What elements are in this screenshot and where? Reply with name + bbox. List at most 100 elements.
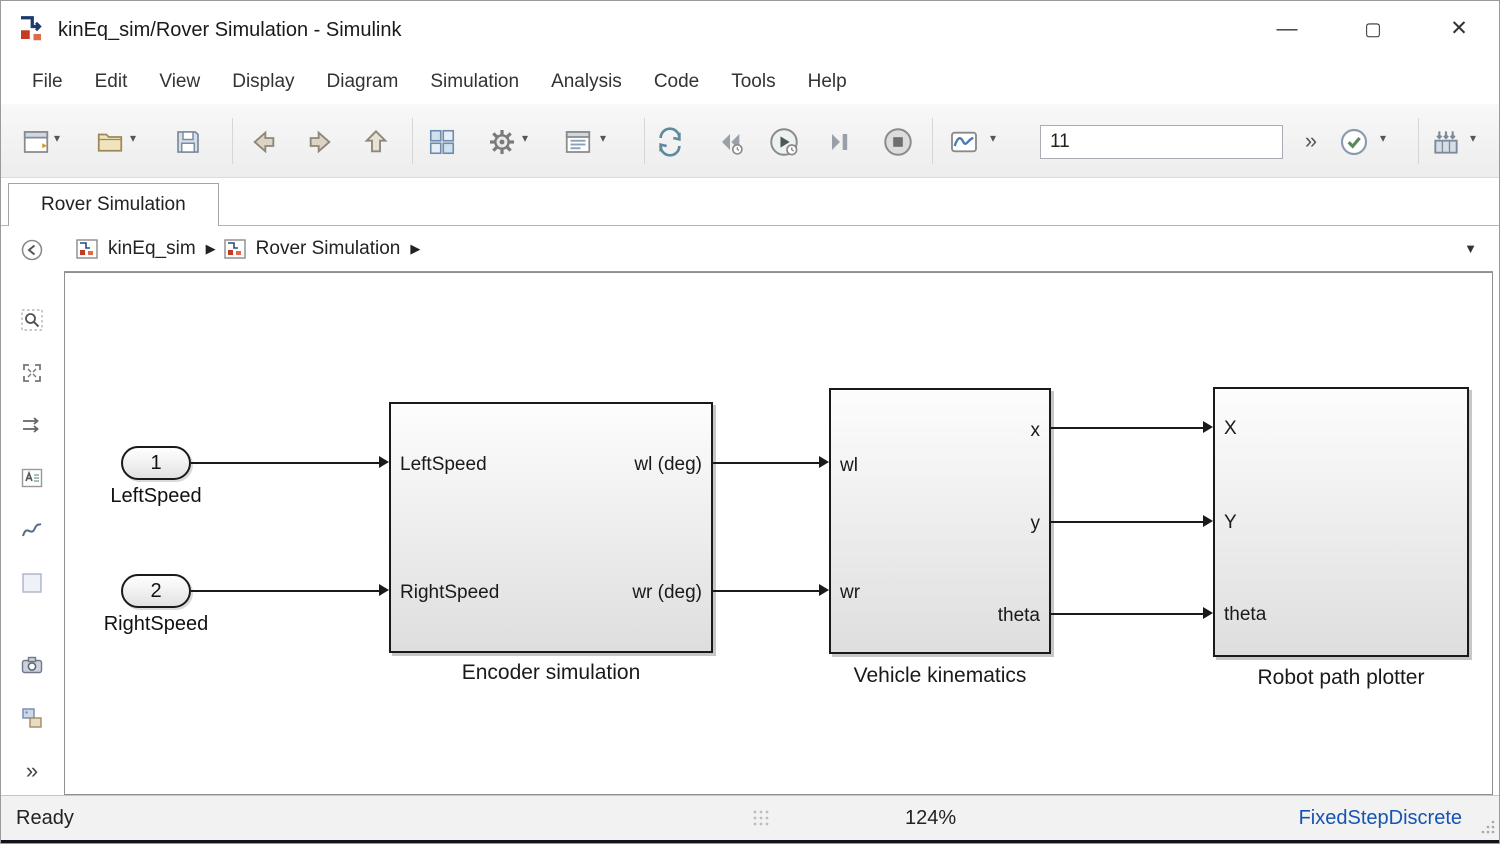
open-caret-icon[interactable]: ▾ (130, 131, 137, 145)
plotter-in-y: Y (1224, 512, 1237, 533)
breadcrumb-separator-icon[interactable]: ▶ (205, 240, 216, 256)
run-button[interactable] (766, 124, 802, 160)
menu-analysis[interactable]: Analysis (551, 71, 622, 92)
signal-wire-wl[interactable] (713, 462, 821, 464)
build-button[interactable] (1428, 124, 1464, 160)
model-explorer-caret-icon[interactable]: ▾ (600, 131, 607, 145)
configuration-caret-icon[interactable]: ▾ (522, 131, 529, 145)
image-blocks-icon (22, 708, 42, 728)
signal-wire-theta[interactable] (1051, 613, 1205, 615)
open-button[interactable] (92, 124, 128, 160)
wire-arrowhead (379, 584, 389, 596)
signal-viewer-button[interactable] (19, 517, 45, 543)
minimize-button[interactable]: — (1276, 17, 1298, 40)
forward-button[interactable] (302, 124, 338, 160)
model-explorer-icon (565, 131, 591, 153)
image-block-button[interactable] (19, 705, 45, 731)
diagram-canvas[interactable]: 1 LeftSpeed 2 RightSpeed LeftSpeed Right… (64, 272, 1493, 795)
simulation-display-button[interactable] (946, 124, 982, 160)
robot-path-plotter-block[interactable]: X Y theta (1213, 387, 1469, 657)
library-browser-button[interactable] (424, 124, 460, 160)
menu-edit[interactable]: Edit (94, 71, 128, 92)
step-forward-icon (832, 134, 848, 150)
signal-wire-x[interactable] (1051, 427, 1205, 429)
hide-model-browser-button[interactable] (19, 237, 45, 263)
tab-strip: Rover Simulation (0, 178, 1500, 226)
step-forward-button[interactable] (822, 124, 858, 160)
inport-1-block[interactable]: 1 (121, 446, 191, 480)
step-back-button[interactable] (712, 124, 748, 160)
annotation-button[interactable] (19, 465, 45, 491)
palette-overflow-chevron[interactable]: » (25, 758, 39, 783)
menu-file[interactable]: File (32, 71, 63, 92)
signal-routing-button[interactable] (19, 412, 45, 438)
encoder-simulation-caption[interactable]: Encoder simulation (461, 661, 641, 684)
back-button[interactable] (246, 124, 282, 160)
simulation-display-caret-icon[interactable]: ▾ (990, 131, 997, 145)
circle-back-arrow-icon (21, 239, 43, 261)
open-folder-icon (97, 133, 123, 152)
stop-time-input[interactable] (1040, 125, 1283, 159)
encoder-in-rightspeed: RightSpeed (400, 582, 500, 603)
signal-wire-wr[interactable] (713, 590, 821, 592)
vehicle-kinematics-caption[interactable]: Vehicle kinematics (853, 664, 1027, 687)
fit-to-view-button[interactable] (19, 360, 45, 386)
signal-wire-y[interactable] (1051, 521, 1205, 523)
new-model-button[interactable] (18, 124, 54, 160)
kinematics-in-wl: wl (840, 455, 858, 476)
wire-arrowhead (1203, 515, 1213, 527)
wire-arrowhead (819, 456, 829, 468)
statusbar-grip-icon[interactable] (752, 809, 770, 827)
model-advisor-button[interactable] (1336, 124, 1372, 160)
breadcrumb-dropdown-icon[interactable]: ▼ (1464, 241, 1477, 256)
run-play-icon (770, 128, 798, 156)
build-caret-icon[interactable]: ▾ (1470, 131, 1477, 145)
menu-display[interactable]: Display (232, 71, 295, 92)
menu-view[interactable]: View (159, 71, 201, 92)
close-button[interactable]: ✕ (1450, 17, 1468, 40)
signal-wire-leftspeed[interactable] (191, 462, 381, 464)
new-model-caret-icon[interactable]: ▾ (54, 131, 61, 145)
save-button[interactable] (170, 124, 206, 160)
encoder-in-leftspeed: LeftSpeed (400, 454, 487, 475)
signal-wire-rightspeed[interactable] (191, 590, 381, 592)
model-explorer-button[interactable] (560, 124, 596, 160)
double-arrow-icon (23, 417, 39, 433)
kinematics-out-theta: theta (997, 605, 1040, 626)
solver-link[interactable]: FixedStepDiscrete (1298, 807, 1462, 829)
zoom-level: 124% (905, 807, 957, 829)
menu-simulation[interactable]: Simulation (430, 71, 520, 92)
model-advisor-caret-icon[interactable]: ▾ (1380, 131, 1387, 145)
menu-tools[interactable]: Tools (731, 71, 776, 92)
kinematics-out-x: x (1030, 420, 1041, 441)
update-diagram-button[interactable] (652, 124, 688, 160)
stop-button[interactable] (880, 124, 916, 160)
status-text: Ready (16, 807, 74, 829)
resize-grip-icon[interactable] (1480, 819, 1496, 835)
breadcrumb-root[interactable]: kinEq_sim (108, 237, 196, 259)
zoom-region-button[interactable] (19, 307, 45, 333)
toolbar-overflow-chevron[interactable]: » (1304, 128, 1318, 153)
model-configuration-button[interactable] (484, 124, 520, 160)
menu-help[interactable]: Help (807, 71, 847, 92)
build-icon (1434, 131, 1458, 154)
wire-arrowhead (819, 584, 829, 596)
menu-diagram[interactable]: Diagram (326, 71, 399, 92)
gear-icon (490, 130, 514, 154)
robot-path-plotter-caption[interactable]: Robot path plotter (1257, 666, 1425, 689)
inport-1-label[interactable]: LeftSpeed (110, 485, 202, 507)
menu-code[interactable]: Code (653, 71, 700, 92)
screenshot-button[interactable] (19, 652, 45, 678)
tab-rover-simulation[interactable]: Rover Simulation (8, 183, 219, 226)
inport-2-label[interactable]: RightSpeed (103, 613, 209, 635)
area-annotation-button[interactable] (19, 570, 45, 596)
back-arrow-icon (253, 130, 275, 154)
vehicle-kinematics-block[interactable]: wl wr x y theta (829, 388, 1051, 654)
breadcrumb-separator-icon[interactable]: ▶ (410, 240, 421, 256)
inport-2-block[interactable]: 2 (121, 574, 191, 608)
maximize-button[interactable]: ▢ (1364, 19, 1382, 39)
up-to-parent-button[interactable] (358, 124, 394, 160)
encoder-simulation-block[interactable]: LeftSpeed RightSpeed wl (deg) wr (deg) (389, 402, 713, 653)
breadcrumb-current[interactable]: Rover Simulation (255, 237, 401, 259)
blank-area-icon (22, 573, 42, 593)
